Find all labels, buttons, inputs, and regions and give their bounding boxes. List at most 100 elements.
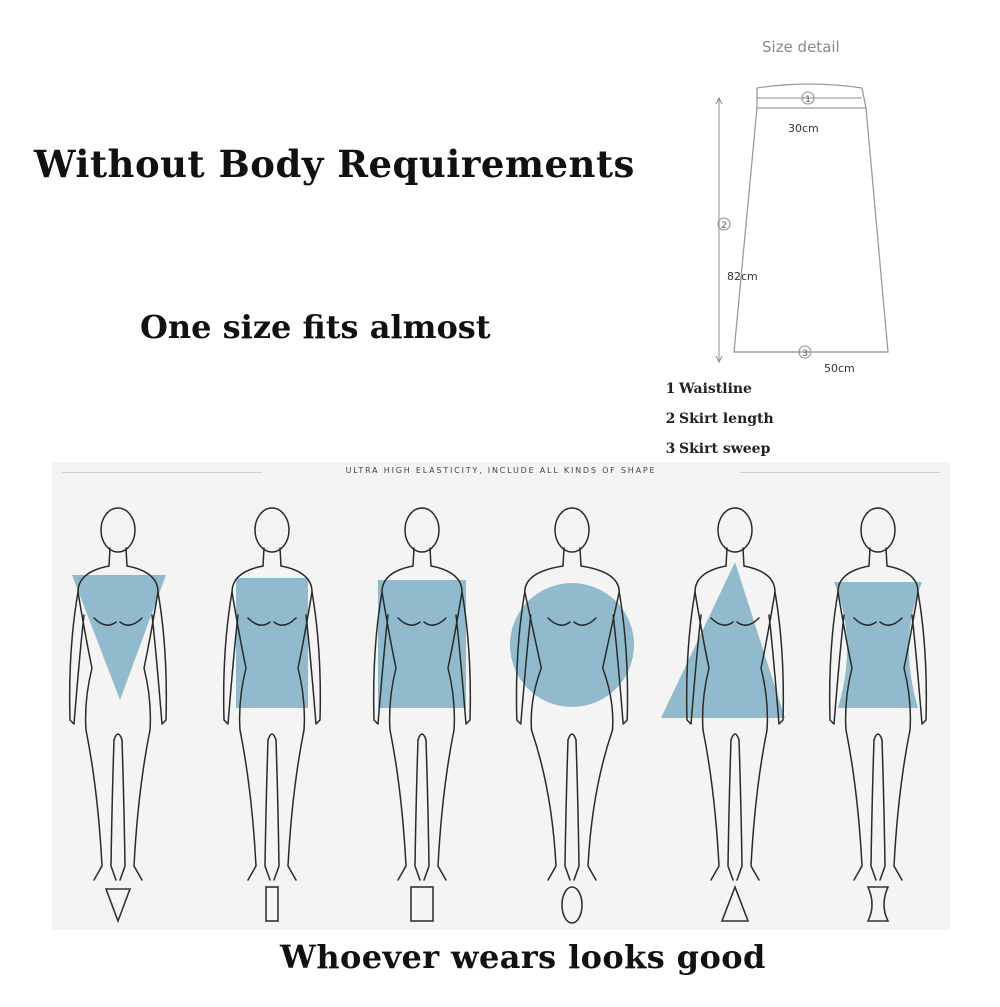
- body-type-rectangle: [222, 507, 322, 922]
- inverted-triangle-symbol: [104, 888, 132, 924]
- figure-outline-stroke: [524, 565, 564, 731]
- oval-shape: [510, 583, 634, 707]
- figure-outline-stroke: [389, 729, 407, 881]
- body-type-oval: [510, 507, 634, 924]
- figure-head: [554, 507, 590, 553]
- figure-outline-stroke: [151, 591, 168, 725]
- figure-outline-stroke: [113, 733, 123, 741]
- figure-outline-stroke: [372, 591, 389, 725]
- skirt-outline-diagram: 1 2 3: [715, 83, 889, 364]
- figure-outline-stroke: [886, 565, 919, 731]
- sweep-measurement: 50cm: [824, 362, 855, 375]
- figure-outline-stroke: [710, 617, 760, 626]
- figure-outline-stroke: [870, 739, 877, 881]
- figure-outline-stroke: [736, 739, 743, 881]
- size-detail-title: Size detail: [762, 38, 840, 56]
- figure-outline-stroke: [743, 565, 776, 731]
- sweep-marker-circle: [798, 345, 812, 359]
- figure-outline-stroke: [750, 729, 768, 881]
- figure-outline-stroke: [239, 729, 257, 881]
- figure-head: [100, 507, 136, 553]
- figure-outline-stroke: [68, 591, 85, 725]
- figure-outline-stroke: [414, 739, 421, 881]
- legend-label: Skirt sweep: [679, 441, 771, 457]
- body-type-triangle: [661, 507, 785, 922]
- waist-measurement: 30cm: [788, 122, 819, 135]
- figure-outline-stroke: [417, 733, 427, 741]
- legend-number: 3: [665, 441, 676, 457]
- figure-head: [254, 507, 290, 553]
- sweep-marker-number: 3: [802, 349, 808, 359]
- body-type-square: [372, 507, 472, 922]
- figure-outline-stroke: [119, 739, 126, 881]
- figure-outline-stroke: [305, 591, 322, 725]
- banner-rule-left: [62, 472, 262, 473]
- banner-rule-right: [740, 472, 940, 473]
- figure-outline-stroke: [911, 591, 928, 725]
- figure-head: [860, 507, 896, 553]
- figure-outline-stroke: [845, 729, 863, 881]
- body-types-panel: ULTRA HIGH ELASTICITY, INCLUDE ALL KINDS…: [52, 462, 950, 930]
- figure-outline-stroke: [837, 565, 870, 731]
- figure-outline-stroke: [694, 565, 727, 731]
- headline: Without Body Requirements: [34, 142, 635, 186]
- figure-outline-stroke: [125, 547, 128, 567]
- figure-outline-stroke: [564, 739, 571, 881]
- waist-marker-circle: [801, 91, 815, 105]
- figure-outline-stroke: [126, 565, 159, 731]
- figure-outline-stroke: [885, 547, 888, 567]
- length-measurement: 82cm: [727, 270, 758, 283]
- figure-outline-stroke: [85, 729, 103, 881]
- body-type-hourglass: [828, 507, 928, 922]
- figure-outline-stroke: [264, 739, 271, 881]
- figure-outline-stroke: [530, 729, 557, 881]
- oval-symbol: [561, 886, 583, 924]
- body-type-inverted-triangle: [68, 507, 168, 924]
- figure-outline-stroke: [742, 547, 745, 567]
- figure-outline-stroke: [725, 547, 728, 567]
- legend-number: 1: [665, 381, 676, 397]
- figure-outline-stroke: [685, 591, 702, 725]
- figure-outline-stroke: [579, 547, 582, 567]
- figure-outline-stroke: [893, 729, 911, 881]
- waist-marker-number: 1: [805, 95, 811, 105]
- figure-outline-stroke: [93, 617, 143, 626]
- inverted-triangle-shape: [72, 575, 166, 700]
- rectangle-symbol: [265, 886, 279, 922]
- figure-outline-stroke: [412, 547, 415, 567]
- figure-outline-stroke: [231, 565, 264, 731]
- figure-outline-stroke: [273, 739, 280, 881]
- figure-outline-stroke: [768, 591, 785, 725]
- triangle-shape: [661, 562, 785, 718]
- length-marker-circle: [717, 217, 731, 231]
- figure-outline-stroke: [430, 565, 463, 731]
- figure-outline-stroke: [727, 739, 734, 881]
- figure-outline-stroke: [437, 729, 455, 881]
- elasticity-banner: ULTRA HIGH ELASTICITY, INCLUDE ALL KINDS…: [345, 466, 657, 475]
- square-symbol: [410, 886, 434, 922]
- figure-outline-stroke: [879, 739, 886, 881]
- figure-outline-stroke: [222, 591, 239, 725]
- legend-number: 2: [665, 411, 676, 427]
- figure-outline-stroke: [612, 591, 629, 725]
- figure-outline-stroke: [77, 565, 110, 731]
- figure-outline-stroke: [108, 547, 111, 567]
- hourglass-symbol: [866, 886, 890, 922]
- figure-outline-stroke: [455, 591, 472, 725]
- figure-outline-stroke: [423, 739, 430, 881]
- figure-outline-stroke: [287, 729, 305, 881]
- figure-outline-stroke: [280, 565, 313, 731]
- triangle-symbol: [720, 884, 750, 922]
- figure-outline-stroke: [515, 591, 532, 725]
- figure-head: [404, 507, 440, 553]
- figure-outline-stroke: [702, 729, 720, 881]
- figure-outline-stroke: [381, 565, 414, 731]
- figure-outline-stroke: [828, 591, 845, 725]
- figure-outline-stroke: [397, 617, 447, 626]
- figure-outline-stroke: [110, 739, 117, 881]
- skirt-waistband: [756, 83, 867, 109]
- figure-outline-stroke: [429, 547, 432, 567]
